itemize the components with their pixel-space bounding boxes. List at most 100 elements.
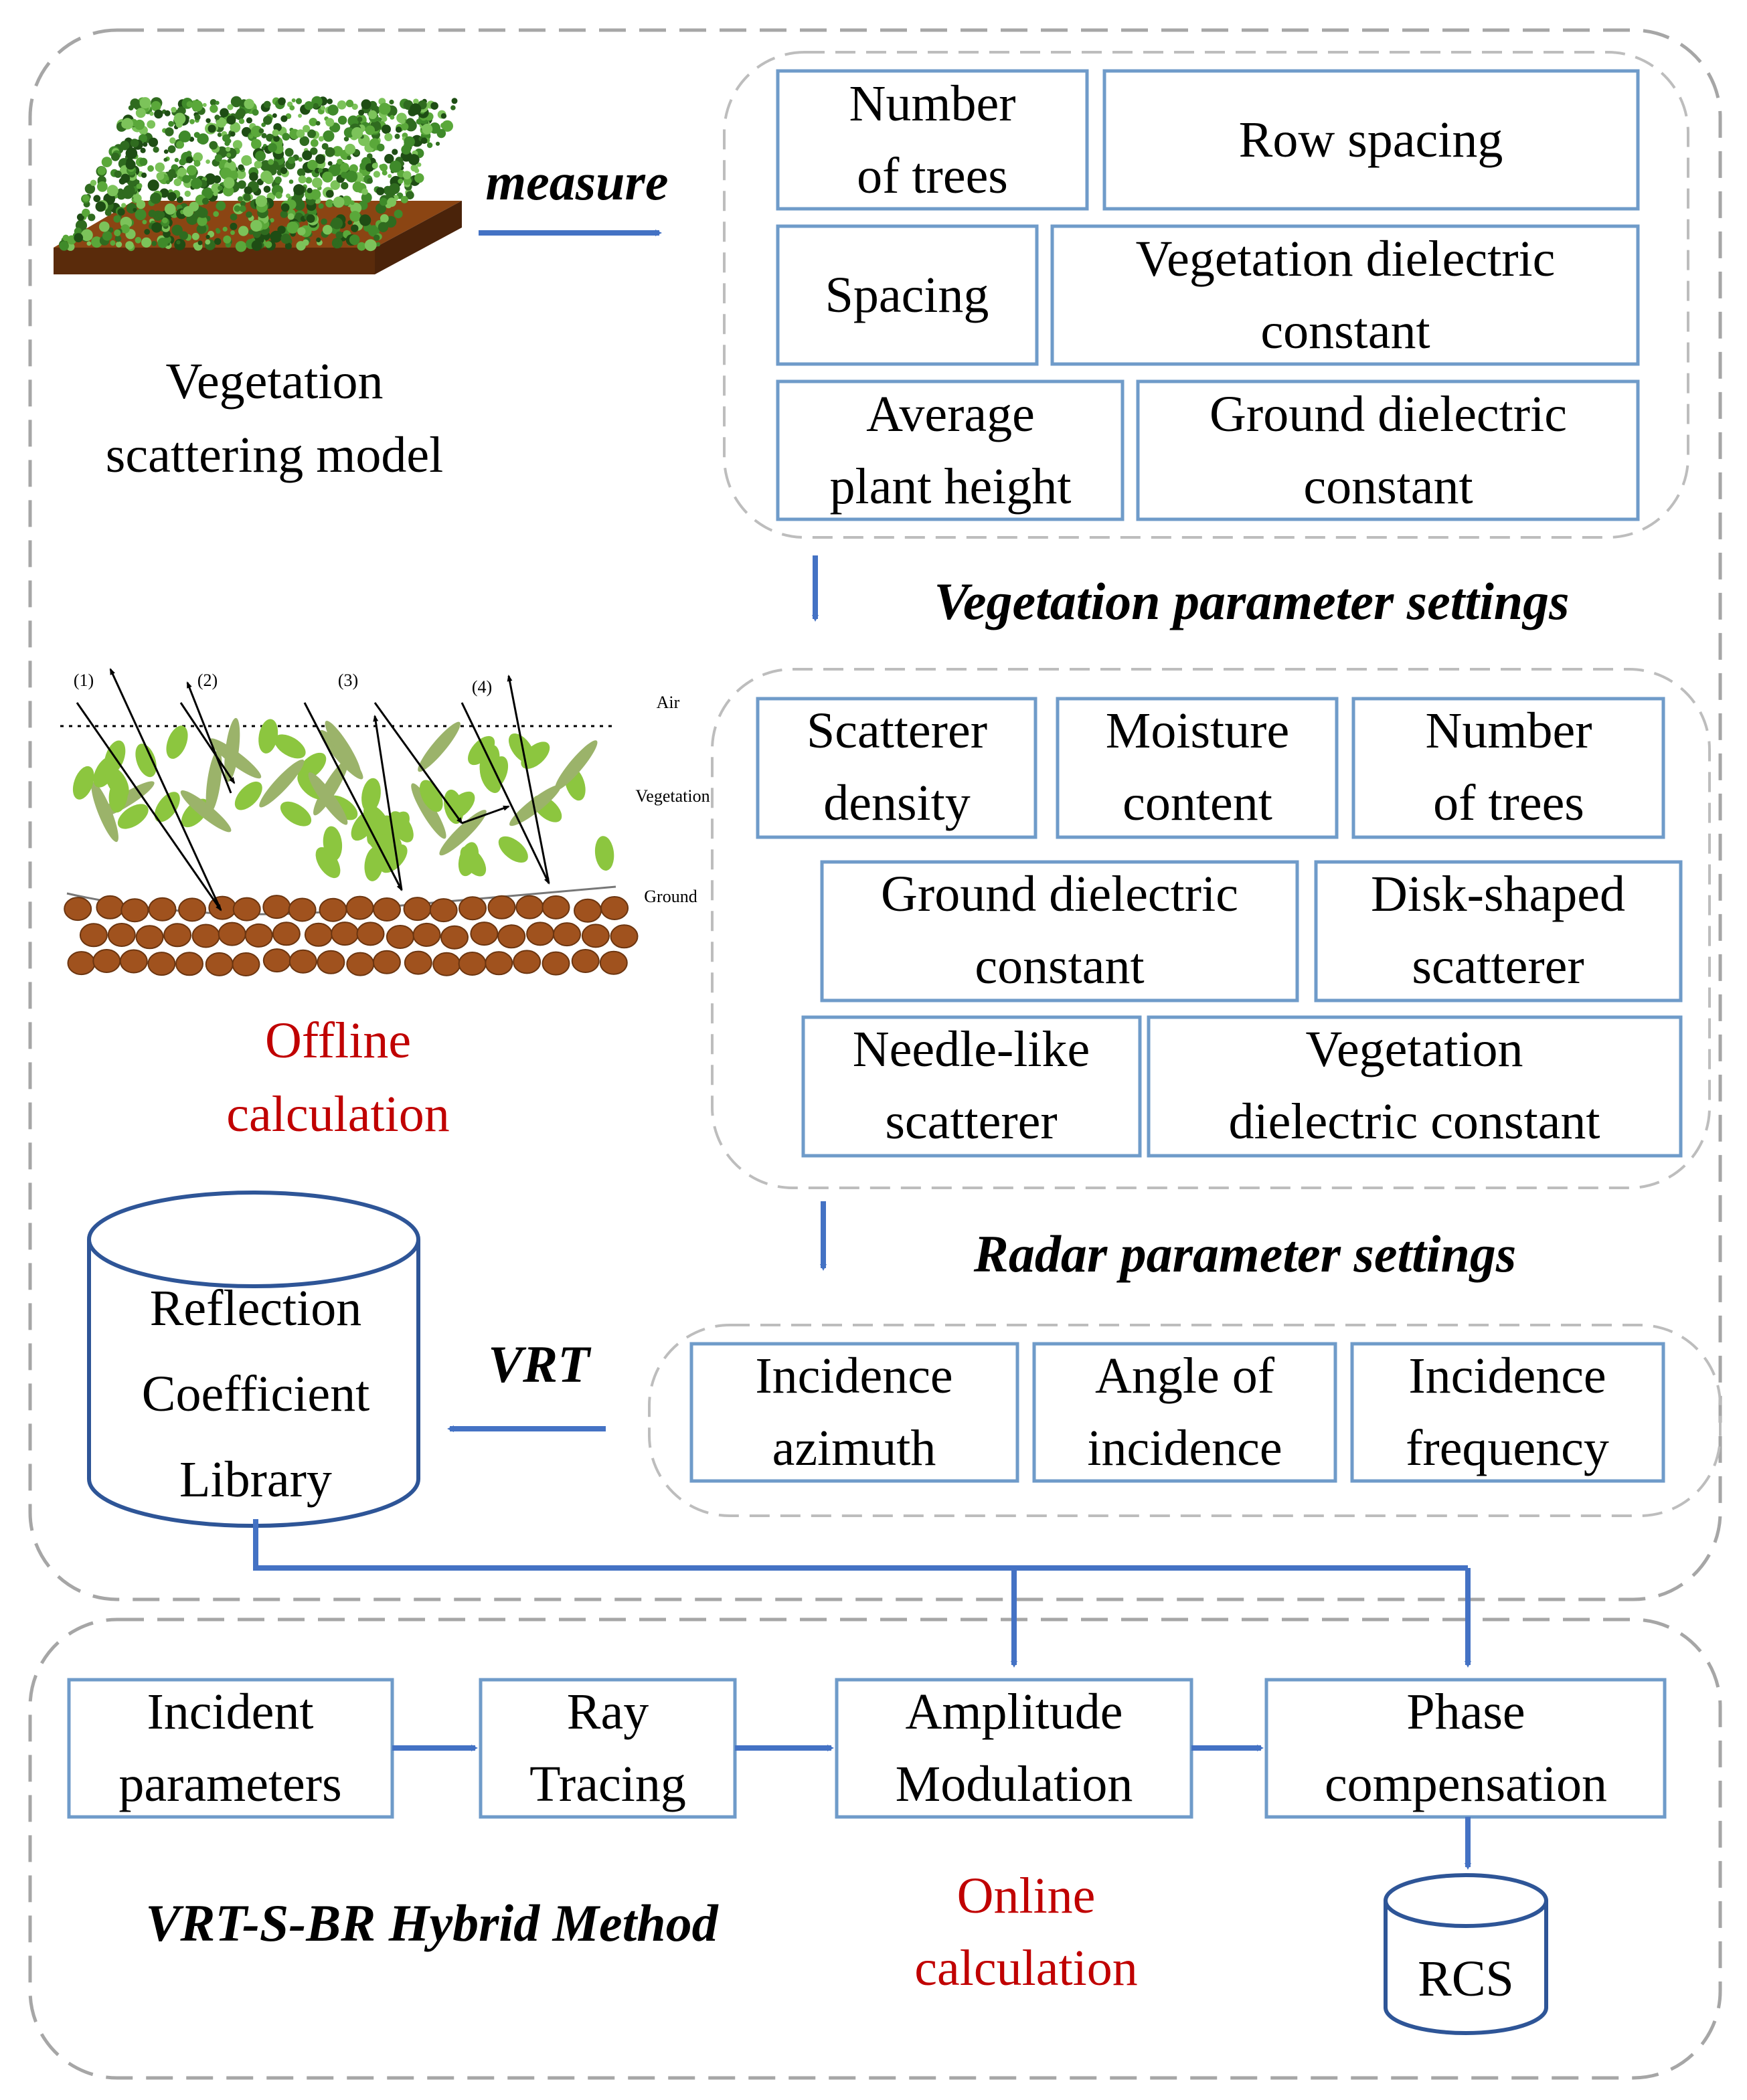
soil-particle [244,923,273,948]
vegetation-foliage-dot [351,127,363,139]
soil-particle [205,952,234,976]
vegetation-foliage-dot [150,192,161,204]
vegetation-foliage-dot [404,136,415,148]
soil-particle [191,924,220,948]
vegetation-foliage-dot [223,177,235,189]
vegetation-foliage-dot [359,214,371,226]
disk-scatterer [108,778,129,813]
disk-scatterer [258,719,278,754]
vegetation-foliage-dot [151,241,157,246]
vegetation-foliage-dot [189,118,195,124]
vegetation-foliage-dot [197,135,206,144]
measured-spacing-box [776,224,1039,366]
radar-params-title: Radar parameter settings [973,1225,1516,1283]
vegetation-foliage-dot [130,98,140,108]
vegetation-foliage-dot [205,234,210,240]
vegetation-foliage-dot [186,165,197,176]
vegetation-foliage-dot [378,102,391,115]
vegetation-foliage-dot [149,111,154,116]
vegetation-foliage-dot [272,113,277,118]
vegetation-foliage-dot [255,151,266,162]
vegetation-foliage-dot [191,177,202,189]
vegetation-foliage-dot [323,130,335,142]
incident-parameters-line2: parameters [118,1756,341,1812]
vegetation-foliage-dot [332,238,339,245]
vegetation-foliage-dot [173,178,182,187]
soil-particle [262,895,291,920]
vegetation-foliage-dot [102,231,112,241]
vegetation-foliage-dot [264,174,274,185]
vegetation-foliage-dot [441,120,454,132]
vegetation-foliage-dot [365,125,376,135]
vegetation-foliage-dot [389,183,400,195]
vegetation-foliage-dot [280,115,288,122]
veg-needle-scatterer-line2: scatterer [885,1093,1057,1150]
vegetation-foliage-dot [261,133,267,139]
vegetation-foliage-dot [148,137,159,147]
ray-label-2: (2) [197,671,218,690]
disk-scatterer [380,844,408,873]
vegetation-foliage-dot [350,202,362,214]
vegetation-foliage-dot [408,154,420,165]
vegetation-foliage-dot [201,187,214,199]
vegetation-foliage-dot [238,180,246,189]
soil-particle [553,922,581,947]
vegetation-foliage-dot [345,99,354,108]
vegetation-foliage-dot [244,186,252,195]
vegetation-foliage-dot [99,221,110,232]
vegetation-foliage-dot [306,214,315,223]
vegetation-foliage-dot [165,127,174,137]
vegetation-foliage-dot [315,120,321,126]
veg-ground-dielectric-line2: constant [975,938,1144,994]
vegetation-foliage-dot [197,215,207,226]
vegetation-foliage-dot [217,133,222,137]
measured-ground-dielectric-box [1136,379,1640,521]
vegetation-foliage-dot [264,241,272,248]
soil-particle [67,951,96,976]
vegetation-foliage-dot [184,190,191,197]
vegetation-foliage-dot [318,136,324,142]
measured-row-spacing-line1: Row spacing [1239,112,1503,168]
scattering-ray [186,681,232,794]
soil-particle [432,952,461,976]
measured-avg-height-box [776,379,1125,521]
disk-scatterer [323,826,343,861]
vegetation-foliage-dot [251,139,262,150]
veg-ground-dielectric-box [820,860,1299,1002]
disk-scatterer [460,846,487,877]
vegetation-foliage-dot [227,159,232,163]
disk-scatterer [274,734,306,759]
vegetation-foliage-dot [287,213,295,220]
disk-scatterer [72,766,94,800]
soil-particle [148,897,177,922]
vegetation-foliage-dot [384,154,394,164]
vegetation-foliage-dot [440,113,447,119]
vegetation-foliage-dot [382,170,388,176]
scattering-ray [507,675,550,884]
vegetation-foliage-dot [255,195,268,207]
vegetation-foliage-dot [392,149,398,155]
soil-particle [404,950,432,975]
offline-region [28,28,1722,1601]
veg-ground-dielectric-line1: Ground dielectric [881,866,1238,922]
layer-label-vegetation: Vegetation [635,786,710,806]
soil-particle [470,922,499,946]
vegetation-foliage-dot [120,173,131,183]
needle-scatterer [325,721,361,776]
vegetation-foliage-dot [297,168,305,177]
vegetation-foliage-dot [331,217,343,230]
vegetation-foliage-dot [197,240,203,246]
vegetation-foliage-dot [114,235,122,242]
vegetation-foliage-dot [307,187,313,193]
vegetation-foliage-dot [246,117,252,124]
vegetation-foliage-dot [238,196,243,202]
library-line2: Coefficient [142,1366,369,1422]
vegetation-foliage-dot [351,103,358,110]
veg-moisture-content-line2: content [1122,775,1272,831]
vegetation-foliage-dot [121,119,131,129]
veg-disk-scatterer-box [1314,860,1683,1002]
vegetation-foliage-dot [125,241,134,250]
scattering-ray [373,702,463,824]
vegetation-foliage-dot [345,170,358,183]
vegetation-params-region [711,668,1711,1189]
